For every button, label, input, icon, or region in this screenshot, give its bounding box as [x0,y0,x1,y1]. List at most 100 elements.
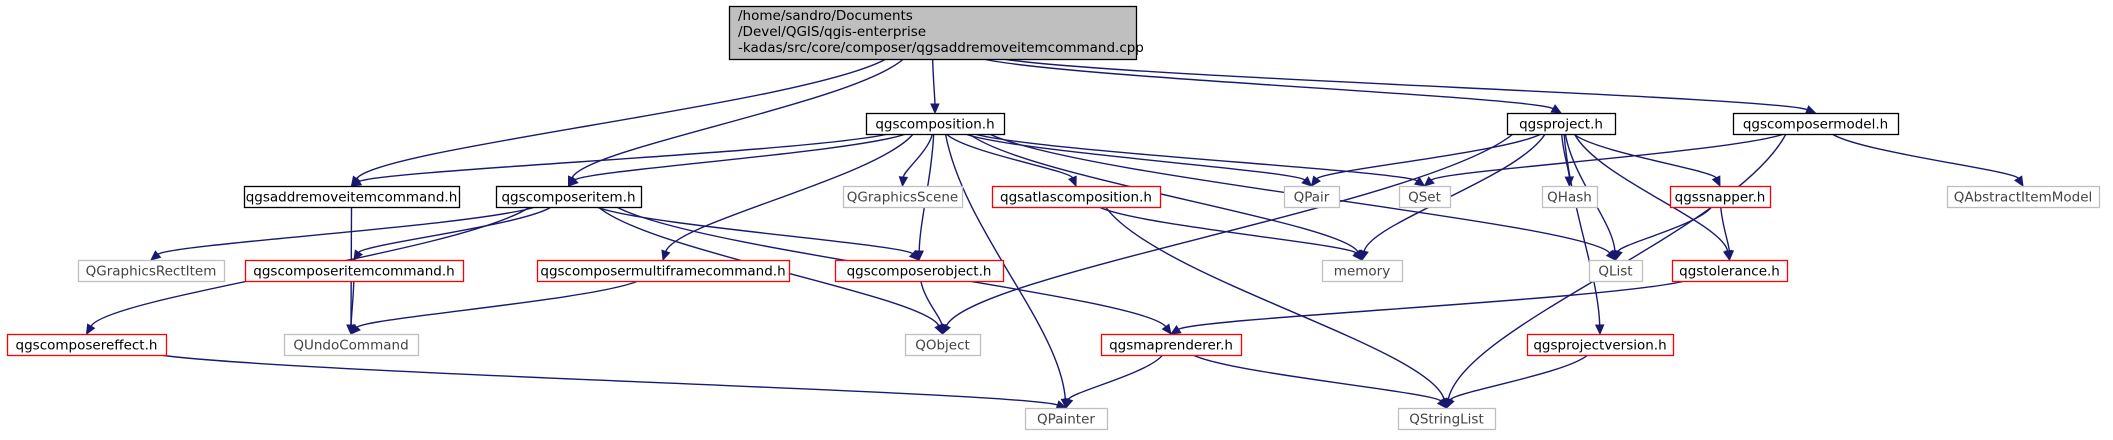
node-box [834,259,1005,283]
node-QHash: QHash [1541,185,1599,209]
node-qgscomposereffect-h[interactable]: qgscomposereffect.h [6,333,168,357]
node-label: qgsatlascomposition.h [1000,190,1152,206]
node-label: qgsaddremoveitemcommand.h [246,190,458,206]
edge-arrowhead [85,323,96,336]
edge-qgsproject-h-to-qgssnapper-h [1573,133,1717,179]
edge-qgscomposition-h-to-qgscomposeritem-h [574,133,906,181]
node-box [1321,259,1404,283]
edge-arrowhead [1804,105,1817,114]
node-label: qgscomposeritem.h [501,190,635,206]
edge-qgsprojectversion-h-to-QStringList [1449,354,1589,401]
node-root[interactable]: /home/sandro/Documents/Devel/QGIS/qgis-e… [728,5,1144,61]
edge-arrowhead [1413,176,1426,187]
node-box [243,185,461,209]
edge-qgsatlascomposition-h-to-memory [1098,206,1357,254]
edge-qgsproject-h-to-QPair [1316,133,1542,180]
node-box [865,112,1006,136]
edge-qgsatlascomposition-h-to-QStringList [1105,206,1445,400]
edge-arrowhead [1423,176,1435,187]
node-label: QSet [1408,190,1441,206]
node-label: QPair [1294,190,1330,206]
node-label: memory [1334,264,1390,280]
node-box [283,333,420,357]
edge-arrowhead [1436,397,1448,409]
node-qgstolerance-h[interactable]: qgstolerance.h [1671,259,1789,283]
edge-arrowhead [1161,323,1172,335]
node-label: qgscomposeritemcommand.h [253,264,454,280]
edge-arrowhead [2013,175,2024,188]
node-label: QUndoCommand [293,338,408,354]
node-label: qgscomposition.h [875,117,994,133]
node-label: qgsmaprenderer.h [1109,338,1233,354]
edge-arrowhead [1613,249,1623,262]
edge-qgscomposeritem-h-to-qgscomposeritemcommand-h [358,206,552,253]
node-label: QPainter [1037,412,1095,428]
node-box [1946,185,2101,209]
edge-qgscomposermodel-h-to-QAbstractItemModel [1831,133,2019,179]
node-QSet: QSet [1398,185,1452,209]
node-qgscomposition-h[interactable]: qgscomposition.h [865,112,1006,136]
node-qgsprojectversion-h[interactable]: qgsprojectversion.h [1526,333,1675,357]
node-box [1398,185,1452,209]
node-box [1506,112,1617,136]
node-box [536,259,791,283]
node-label: QObject [915,338,970,354]
node-label: qgstolerance.h [1679,264,1780,280]
node-qgssnapper-h[interactable]: qgssnapper.h [1669,185,1772,209]
edge-arrowhead [908,249,920,261]
edge-qgscomposerobject-h-to-QObject [920,280,943,326]
edge-arrowhead [1169,324,1182,335]
node-label: QGraphicsScene [847,190,958,206]
node-label: qgscomposermultiframecommand.h [540,264,785,280]
edge-root-to-qgscomposermodel-h [1002,58,1808,111]
edge-arrowhead [1064,397,1074,410]
node-box [1732,112,1900,136]
node-label: QList [1598,264,1632,280]
node-qgsaddremoveitemcommand-h[interactable]: qgsaddremoveitemcommand.h [243,185,461,209]
node-box [728,5,1138,61]
edge-arrowhead [1446,397,1455,410]
nodes-layer: /home/sandro/Documents/Devel/QGIS/qgis-e… [6,5,2101,431]
node-QPainter: QPainter [1024,407,1109,431]
node-label: QHash [1547,190,1592,206]
node-label: qgscomposereffect.h [16,338,158,354]
edge-root-to-qgsaddremoveitemcommand-h [356,58,887,180]
node-box [1671,259,1789,283]
edge-arrowhead [1594,324,1605,336]
node-qgsatlascomposition-h[interactable]: qgsatlascomposition.h [991,185,1162,209]
node-qgscomposerobject-h[interactable]: qgscomposerobject.h [834,259,1005,283]
node-qgsproject-h[interactable]: qgsproject.h [1506,112,1617,136]
edge-arrowhead [898,176,909,188]
node-box [1526,333,1675,357]
edge-arrowhead [350,323,361,335]
node-label: qgsproject.h [1519,117,1603,133]
node-label: QStringList [1409,412,1484,428]
node-qgsmaprenderer-h[interactable]: qgsmaprenderer.h [1100,333,1243,357]
edge-qgssnapper-h-to-QList [1617,206,1713,252]
edge-arrowhead [350,177,363,187]
node-memory: memory [1321,259,1404,283]
node-QStringList: QStringList [1397,407,1497,431]
node-box [6,333,168,357]
edge-qgsmaprenderer-h-to-QStringList [1192,354,1442,402]
edge-qgscomposeritem-h-to-qgscomposerobject-h [596,206,914,255]
node-qgscomposermultiframecommand-h[interactable]: qgscomposermultiframecommand.h [536,259,791,283]
node-box [1024,407,1109,431]
node-label: QAbstractItemModel [1954,190,2093,206]
node-box [1541,185,1599,209]
edge-qgsproject-h-to-memory [1363,133,1546,252]
node-QList: QList [1588,259,1644,283]
node-qgscomposeritemcommand-h[interactable]: qgscomposeritemcommand.h [244,259,465,283]
node-qgscomposeritem-h[interactable]: qgscomposeritem.h [495,185,643,209]
node-qgscomposermodel-h[interactable]: qgscomposermodel.h [1732,112,1900,136]
edge-qgsproject-h-to-qgstolerance-h [1573,133,1729,252]
edge-qgsproject-h-to-QObject [945,133,1514,327]
edge-qgscomposition-h-to-QGraphicsScene [902,133,934,178]
edge-root-to-qgscomposeritem-h [571,58,904,179]
edge-arrowhead [567,176,579,187]
edge-arrowhead [1301,176,1313,187]
edge-qgscomposition-h-to-QSet [974,133,1418,182]
edge-arrowhead [937,324,947,336]
edge-root-to-qgsproject-h [982,58,1554,110]
